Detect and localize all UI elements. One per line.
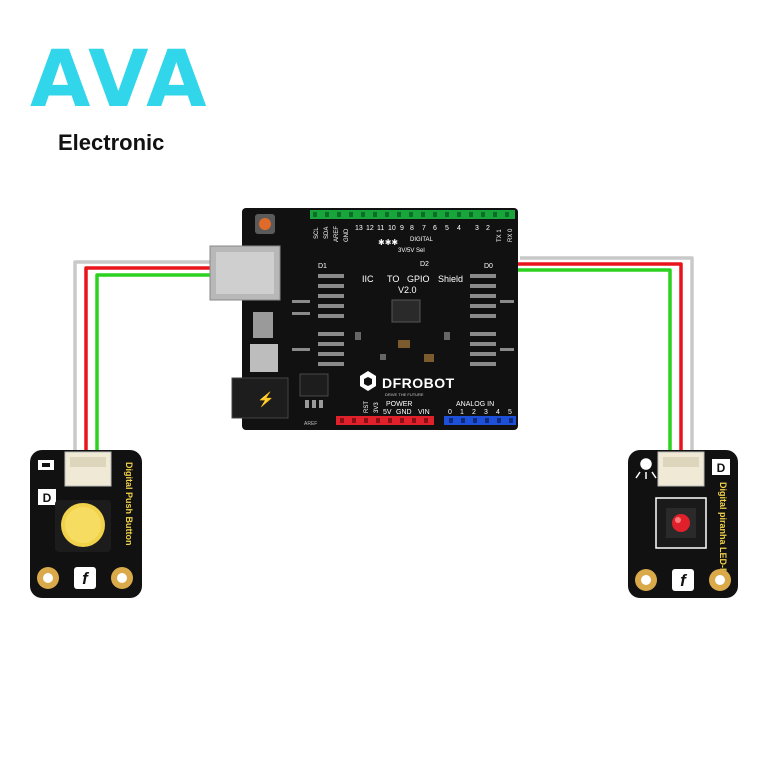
pin-5: 5 <box>445 225 449 232</box>
center-chip <box>391 299 421 323</box>
push-button-module: D Digital Push Button f <box>30 450 142 598</box>
dc-jack <box>231 377 289 419</box>
pin-label-vin: VIN <box>418 409 430 416</box>
analog-pin-numbers: 0 1 2 3 4 5 <box>448 409 512 416</box>
led-symbol-icon <box>635 458 657 479</box>
analog-pin-0: 0 <box>448 409 452 416</box>
pin-12: 12 <box>366 225 374 232</box>
title-iic: IIC <box>362 274 374 284</box>
icsp-header <box>299 373 329 397</box>
usb-connector-inner <box>216 252 274 294</box>
pin-10: 10 <box>388 225 396 232</box>
top-left-pin-labels: SCL SDA AREF GND <box>314 226 350 242</box>
dfrobot-logo-icon-inner <box>364 377 372 386</box>
pin-4: 4 <box>457 225 461 232</box>
led-module-name: Digital piranha LED-R <box>718 482 728 575</box>
ivt-sel-label: 3V/5V Sel <box>398 248 425 254</box>
pin-label-rx: RX 0 <box>508 228 514 242</box>
analog-pin-5: 5 <box>508 409 512 416</box>
icsp-pins <box>305 400 323 408</box>
pin-label-scl: SCL <box>314 227 320 239</box>
pin-label-tx: TX 1 <box>497 229 503 242</box>
analog-header <box>444 416 516 425</box>
led-module-logo-glyph: f <box>680 571 688 590</box>
module-logo-icon <box>74 567 96 589</box>
digital-label: DIGITAL <box>410 237 434 243</box>
pin-3: 3 <box>475 225 479 232</box>
analog-pin-2: 2 <box>472 409 476 416</box>
pin-label-aref: AREF <box>334 226 340 242</box>
pin-13: 13 <box>355 225 363 232</box>
title-to: TO <box>387 274 399 284</box>
power-label: POWER <box>386 401 412 408</box>
digital-header-pins <box>313 212 509 217</box>
led-badge <box>712 459 730 475</box>
power-header <box>336 416 434 425</box>
switch-symbol-icon-inner <box>42 463 50 467</box>
led-module: D Digital piranha LED-R f <box>628 450 738 598</box>
wire-right-ground <box>520 256 694 455</box>
push-button-connector-slot <box>70 457 106 467</box>
power-header-pins <box>340 418 428 423</box>
brand-logo: AVA Electronic <box>30 30 230 170</box>
arduino-shield: ⚡ SCL SDA AREF GND 13 12 11 10 9 8 7 6 5… <box>209 208 518 430</box>
dc-jack-icon: ⚡ <box>257 391 274 408</box>
led-red <box>672 514 690 532</box>
gpio-headers-left <box>292 274 344 366</box>
analog-pin-3: 3 <box>484 409 488 416</box>
analog-pin-1: 1 <box>460 409 464 416</box>
push-button-name: Digital Push Button <box>124 462 134 546</box>
pin-6: 6 <box>433 225 437 232</box>
brand-tagline: DRIVE THE FUTURE <box>385 392 424 397</box>
push-button-badge-text: D <box>43 491 52 505</box>
pin-label-gnd-power: GND <box>396 409 412 416</box>
analog-header-pins <box>449 418 513 423</box>
led-badge-text: D <box>717 461 726 475</box>
title-shield: Shield <box>438 274 463 284</box>
logo-subtitle: Electronic <box>58 130 165 155</box>
capacitor <box>250 344 278 372</box>
logo-wordmark: AVA <box>30 35 210 125</box>
gpio-headers-right <box>470 274 514 366</box>
led-housing <box>655 497 707 549</box>
led-module-logo-icon <box>672 569 694 591</box>
pin-8: 8 <box>410 225 414 232</box>
led-mount-hole-right-inner <box>715 575 725 585</box>
analog-label: ANALOG IN <box>456 401 494 408</box>
power-pin-labels: RST 3V3 <box>364 401 380 413</box>
title-gpio: GPIO <box>407 274 430 284</box>
led-red-highlight <box>675 517 681 523</box>
port-d0-label: D0 <box>484 263 493 270</box>
brand-name: DFROBOT <box>382 375 455 391</box>
reset-button-cap <box>259 218 271 230</box>
pin-7: 7 <box>422 225 426 232</box>
port-d1-label: D1 <box>318 263 327 270</box>
pin-label-rst: RST <box>364 401 370 413</box>
analog-pin-4: 4 <box>496 409 500 416</box>
pin-label-sda: SDA <box>324 227 330 239</box>
version-label: V2.0 <box>398 285 417 295</box>
module-logo-glyph: f <box>82 569 90 588</box>
pin-label-3v3: 3V3 <box>374 402 380 413</box>
pin-9: 9 <box>400 225 404 232</box>
led-connector-slot <box>663 457 699 467</box>
pin-2: 2 <box>486 225 490 232</box>
led-mount-hole-left-inner <box>641 575 651 585</box>
port-d2-label: D2 <box>420 261 429 268</box>
mount-hole-right-inner <box>117 573 127 583</box>
digital-pin-numbers: 13 12 11 10 9 8 7 6 5 4 3 2 <box>355 225 490 232</box>
pin-label-gnd: GND <box>344 228 350 242</box>
push-button-badge <box>38 489 56 505</box>
smd-parts <box>355 332 450 362</box>
regulator <box>253 312 273 338</box>
mount-hole-left-inner <box>43 573 53 583</box>
pin-label-5v: 5V <box>383 409 392 416</box>
pwm-marks: ✱✱✱ <box>378 238 398 247</box>
pin-11: 11 <box>377 225 384 232</box>
ic-label: AREF <box>304 421 317 427</box>
serial-pin-labels: TX 1 RX 0 <box>497 228 514 242</box>
button-cap-highlight <box>65 507 101 543</box>
